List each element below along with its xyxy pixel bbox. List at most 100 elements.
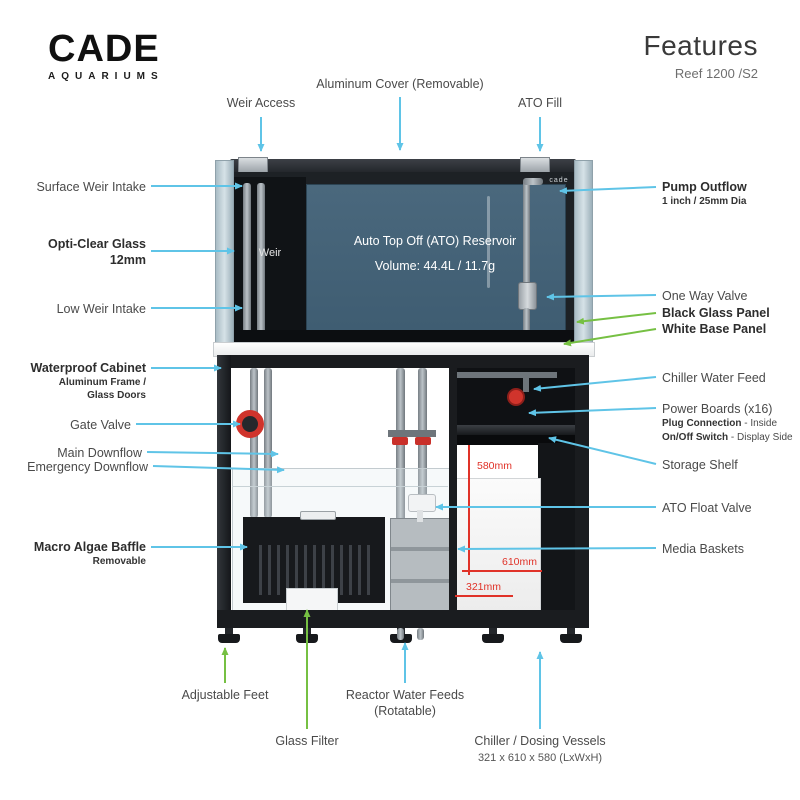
label-waterproof-cabinet-title: Waterproof Cabinet [30, 361, 146, 375]
downflow-pipe-2 [264, 368, 272, 518]
label-main-downflow: Main Downflow [57, 446, 142, 460]
label-pump-outflow-title: Pump Outflow [662, 180, 747, 194]
logo-subtext: AQUARIUMS [48, 71, 164, 82]
media-baskets-part [390, 518, 454, 614]
logo-text: CADE [48, 28, 160, 70]
dim-vline [468, 445, 470, 575]
label-power-boards-sub2-bold: On/Off Switch [662, 432, 729, 444]
foot-2 [296, 627, 318, 645]
baffle-top-slot [300, 511, 336, 520]
dim-hline-610 [462, 570, 542, 572]
label-power-boards: Power Boards (x16) Plug Connection - Ins… [662, 401, 793, 445]
label-waterproof-cabinet-sub2: Glass Doors [87, 390, 146, 402]
label-waterproof-cabinet-sub1: Aluminum Frame / [58, 377, 146, 389]
return-pipe-lower [523, 308, 530, 338]
label-reactor-water-feeds-sub: (Rotatable) [374, 704, 436, 719]
storage-shelf-part [453, 425, 575, 435]
chiller-feed-pipe [455, 372, 557, 378]
reactor-feed-stub-2 [417, 628, 424, 640]
cabinet-top-beam [217, 355, 589, 368]
cabinet-mid-post [449, 368, 457, 612]
downflow-pipe-1 [250, 368, 258, 518]
label-opti-clear-glass: Opti-Clear Glass 12mm [48, 236, 146, 269]
label-surface-weir-intake: Surface Weir Intake [36, 180, 146, 194]
label-white-base-panel: White Base Panel [662, 322, 767, 336]
cabinet-bottom-beam [217, 610, 589, 628]
water-highlight [487, 196, 490, 288]
label-macro-algae-baffle-title: Macro Algae Baffle [33, 540, 146, 554]
label-macro-algae-baffle: Macro Algae Baffle Removable [34, 539, 146, 568]
label-weir-access: Weir Access [226, 96, 296, 110]
label-one-way-valve: One Way Valve [662, 289, 748, 303]
label-aluminum-cover: Aluminum Cover (Removable) [316, 77, 484, 91]
label-waterproof-cabinet: Waterproof Cabinet Aluminum Frame / Glas… [30, 360, 146, 402]
cabinet-left-post [217, 355, 231, 628]
label-power-boards-sub2: On/Off Switch - Display Side [662, 431, 793, 445]
label-black-glass-panel: Black Glass Panel [662, 306, 770, 320]
reactor-valve-handle-1 [392, 437, 408, 445]
page-title-block: Features Reef 1200 /S2 [644, 30, 759, 81]
weir-pipe-1 [243, 183, 251, 335]
label-media-baskets: Media Baskets [662, 542, 744, 556]
label-reactor-water-feeds-title: Reactor Water Feeds [345, 688, 465, 702]
weir-label: Weir [258, 247, 282, 259]
label-gate-valve: Gate Valve [70, 418, 131, 432]
reactor-manifold [388, 430, 436, 437]
tank-right-glass [574, 160, 593, 348]
label-macro-algae-baffle-sub: Removable [92, 556, 146, 568]
foot-5 [560, 627, 582, 645]
label-pump-outflow-sub: 1 inch / 25mm Dia [662, 196, 747, 208]
label-pump-outflow: Pump Outflow 1 inch / 25mm Dia [662, 179, 747, 208]
tank-brand: cade [549, 177, 569, 184]
label-opti-clear-glass-line2: 12mm [109, 253, 146, 268]
label-opti-clear-glass-line1: Opti-Clear Glass [48, 237, 146, 251]
dim-610: 610mm [502, 556, 538, 568]
foot-4 [482, 627, 504, 645]
label-chiller-dosing-title: Chiller / Dosing Vessels [474, 734, 606, 748]
page-title: Features [643, 30, 758, 61]
cabinet-right-post [575, 355, 589, 628]
baffle-slots [253, 545, 375, 595]
ato-title: Auto Top Off (ATO) Reservoir [353, 234, 517, 248]
foot-1 [218, 627, 240, 645]
chiller-feed-valve [507, 388, 525, 406]
right-dark-column [538, 443, 575, 612]
label-ato-fill: ATO Fill [518, 96, 562, 110]
tank-cover [230, 159, 576, 173]
label-chiller-water-feed: Chiller Water Feed [662, 371, 766, 385]
return-pipe-elbow [523, 178, 543, 185]
label-power-boards-sub1: Plug Connection - Inside [662, 417, 793, 431]
label-low-weir-intake: Low Weir Intake [56, 302, 146, 316]
label-power-boards-sub1-bold: Plug Connection [662, 418, 742, 430]
label-emergency-downflow: Emergency Downflow [27, 460, 148, 474]
gate-valve-part [236, 410, 264, 438]
reactor-valve-handle-2 [415, 437, 431, 445]
label-chiller-dosing: Chiller / Dosing Vessels 321 x 610 x 580… [474, 733, 605, 766]
tank-bottom-black-panel [232, 330, 574, 342]
label-power-boards-sub2-rest: - Display Side [728, 432, 793, 444]
label-reactor-water-feeds: Reactor Water Feeds (Rotatable) [346, 687, 464, 720]
label-glass-filter: Glass Filter [275, 734, 339, 748]
chiller-feed-drop [523, 378, 529, 392]
ato-volume: Volume: 44.4L / 11.7g [374, 259, 496, 273]
dim-321: 321mm [466, 581, 502, 593]
one-way-valve-body [518, 282, 537, 310]
label-chiller-dosing-sub: 321 x 610 x 580 (LxWxH) [477, 752, 603, 765]
dim-hline-321 [455, 595, 513, 597]
label-adjustable-feet: Adjustable Feet [181, 688, 269, 702]
reactor-pipe-1 [396, 368, 405, 564]
ato-reservoir-text: Auto Top Off (ATO) Reservoir Volume: 44.… [306, 234, 564, 273]
return-pipe [523, 180, 530, 310]
arrow-main-downflow [146, 450, 279, 458]
label-storage-shelf: Storage Shelf [662, 458, 738, 472]
ato-reservoir-water [306, 184, 566, 342]
label-power-boards-sub1-rest: - Inside [741, 418, 778, 430]
shelf-shadow [453, 435, 575, 445]
weir-pipe-2 [257, 183, 265, 335]
dim-580: 580mm [477, 460, 513, 472]
label-ato-float-valve: ATO Float Valve [662, 501, 752, 515]
label-power-boards-title: Power Boards (x16) [662, 402, 773, 416]
sump-waterline [232, 486, 448, 487]
cade-logo: CADE AQUARIUMS [48, 30, 164, 82]
